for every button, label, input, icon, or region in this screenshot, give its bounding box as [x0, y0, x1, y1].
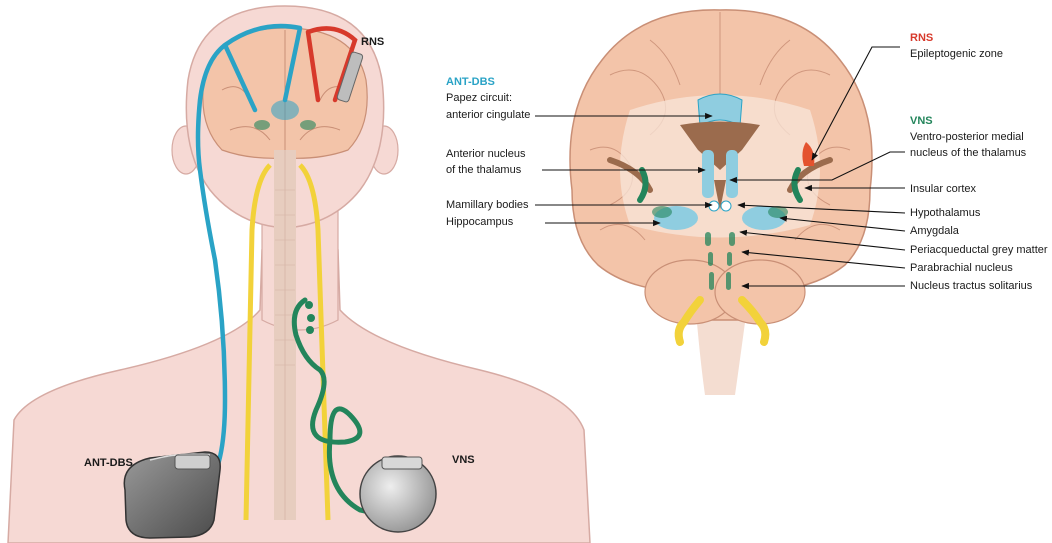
ventro-posterior-label-line2: nucleus of the thalamus: [910, 146, 1026, 160]
coronal-brain: [570, 10, 872, 395]
anterior-nucleus-label-line2: of the thalamus: [446, 163, 521, 177]
ant-dbs-device-label: ANT-DBS: [84, 456, 133, 470]
vns-device: [360, 456, 436, 532]
epileptogenic-zone-label: Epileptogenic zone: [910, 47, 1003, 61]
amygdala-label: Amygdala: [910, 224, 959, 238]
mamillary-bodies-label: Mamillary bodies: [446, 198, 529, 212]
cerebellum-right: [715, 260, 805, 324]
ant-dbs-device: [124, 452, 220, 538]
parabrachial-label: Parabrachial nucleus: [910, 261, 1013, 275]
mamillary-bodies: [709, 201, 719, 211]
insular-cortex-label: Insular cortex: [910, 182, 976, 196]
hippocampus-label: Hippocampus: [446, 215, 513, 229]
nucleus-tractus-label: Nucleus tractus solitarius: [910, 279, 1032, 293]
ant-dbs-group-title: ANT-DBS: [446, 75, 495, 89]
papez-circuit-label: Papez circuit:: [446, 91, 512, 105]
anterior-thalamus: [702, 150, 714, 198]
ventro-posterior-label-line1: Ventro-posterior medial: [910, 130, 1024, 144]
hypothalamus-label: Hypothalamus: [910, 206, 980, 220]
vns-device-label: VNS: [452, 453, 475, 467]
rns-device-label: RNS: [361, 35, 384, 49]
rns-group-title: RNS: [910, 31, 933, 45]
anterior-nucleus-label-line1: Anterior nucleus: [446, 147, 526, 161]
vns-group-title: VNS: [910, 114, 933, 128]
anterior-cingulate-label: anterior cingulate: [446, 108, 530, 122]
periaqueductal-label: Periacqueductal grey matter: [910, 243, 1048, 257]
